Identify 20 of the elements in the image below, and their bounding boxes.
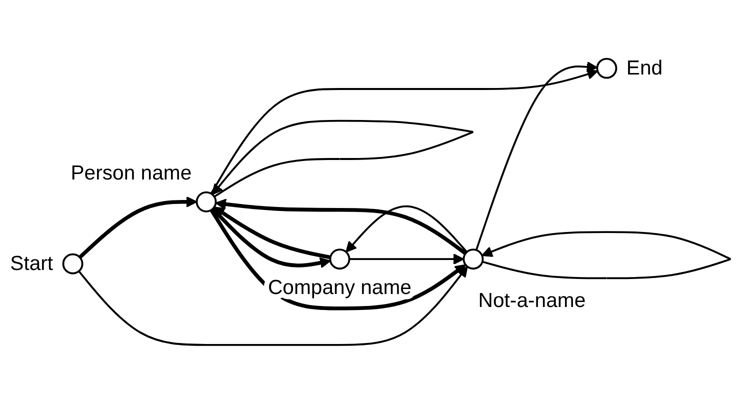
state-label: Person name bbox=[70, 162, 192, 185]
state-circle bbox=[196, 191, 217, 212]
state-label: Company name bbox=[268, 277, 412, 300]
arrow bbox=[78, 266, 468, 346]
state-circle bbox=[62, 253, 84, 274]
arrow bbox=[475, 61, 598, 250]
state-circle bbox=[329, 248, 350, 270]
arrow bbox=[349, 254, 464, 265]
arrow bbox=[211, 207, 331, 268]
state-label: End bbox=[626, 58, 663, 80]
arrow bbox=[215, 198, 467, 255]
state-circle bbox=[596, 58, 618, 79]
arrow bbox=[346, 205, 468, 253]
arrow bbox=[78, 196, 198, 259]
state-label: Not-a-name bbox=[478, 290, 586, 312]
state-label: Start bbox=[10, 253, 54, 276]
arrow bbox=[210, 208, 466, 310]
arrow bbox=[214, 206, 331, 260]
state-circle bbox=[462, 248, 484, 270]
arrow bbox=[210, 68, 598, 194]
